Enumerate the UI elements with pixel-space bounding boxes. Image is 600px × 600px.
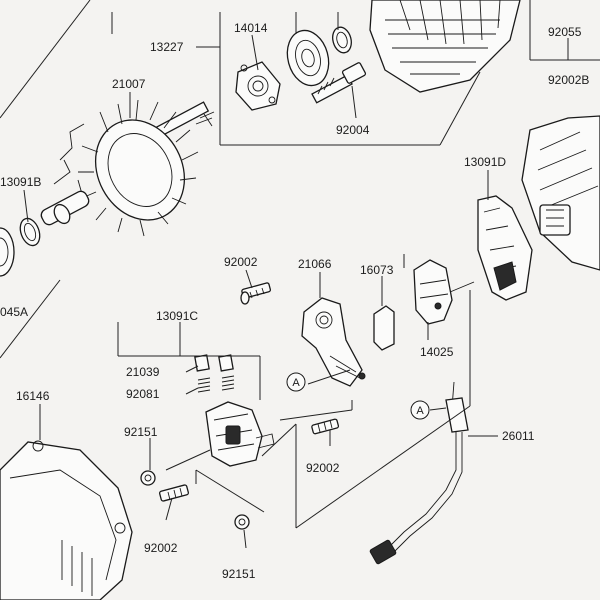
screw-92151-left bbox=[140, 470, 156, 486]
bolt-92002-bottom bbox=[158, 484, 190, 502]
reference-circle-a-1: A bbox=[286, 372, 306, 392]
bolt-92002-top bbox=[240, 282, 272, 305]
rotor-part bbox=[40, 99, 215, 237]
rectifier-13091d bbox=[477, 195, 533, 301]
callout-21007: 21007 bbox=[112, 77, 146, 91]
ring-top bbox=[332, 26, 352, 54]
callout-26011: 26011 bbox=[502, 429, 535, 443]
holder-21066 bbox=[301, 297, 366, 387]
callout-14014: 14014 bbox=[234, 21, 268, 35]
callout-92002-top: 92002 bbox=[224, 255, 258, 269]
callout-13091d: 13091D bbox=[464, 155, 506, 169]
stator-top bbox=[369, 0, 521, 93]
callout-045a: 045A bbox=[0, 305, 28, 319]
callout-16073: 16073 bbox=[360, 263, 394, 277]
callout-92004: 92004 bbox=[336, 123, 370, 137]
bearing-045a bbox=[0, 227, 15, 277]
reference-letter: A bbox=[292, 377, 300, 389]
spring-16073 bbox=[373, 305, 395, 351]
plate-14014 bbox=[235, 61, 281, 111]
springs-92081 bbox=[197, 375, 235, 393]
bearing-top bbox=[286, 29, 330, 87]
frame-lines bbox=[0, 0, 600, 359]
bolt-92004 bbox=[311, 62, 367, 104]
callout-13091b: 13091B bbox=[0, 175, 41, 189]
reference-circle-a-2: A bbox=[410, 400, 430, 420]
callout-92151-bottom: 92151 bbox=[222, 567, 256, 581]
screw-92151-bottom bbox=[234, 514, 250, 530]
brush-holder-13091c bbox=[205, 401, 275, 467]
callout-13227: 13227 bbox=[150, 40, 184, 54]
brushes-21039 bbox=[194, 354, 234, 372]
callout-92055: 92055 bbox=[548, 25, 582, 39]
callout-92002b: 92002B bbox=[548, 73, 589, 87]
callout-92151-left: 92151 bbox=[124, 425, 158, 439]
callout-92081: 92081 bbox=[126, 387, 160, 401]
callout-13091c: 13091C bbox=[156, 309, 198, 323]
reference-letter: A bbox=[416, 405, 424, 417]
leader-lines bbox=[23, 12, 569, 549]
lead-wire-26011 bbox=[369, 381, 469, 565]
rear-housing bbox=[521, 115, 600, 271]
callout-21066: 21066 bbox=[298, 257, 332, 271]
bolt-92002-mid bbox=[311, 418, 340, 435]
callout-21039: 21039 bbox=[126, 365, 160, 379]
regulator-14025 bbox=[413, 259, 475, 325]
cover-16146 bbox=[0, 440, 133, 600]
washer-13091b bbox=[19, 217, 41, 247]
callout-labels: 13227 14014 92055 92002B 21007 92004 130… bbox=[0, 21, 589, 581]
callout-16146: 16146 bbox=[16, 389, 50, 403]
callout-92002-mid: 92002 bbox=[306, 461, 340, 475]
callout-14025: 14025 bbox=[420, 345, 454, 359]
callout-92002-bottom: 92002 bbox=[144, 541, 178, 555]
